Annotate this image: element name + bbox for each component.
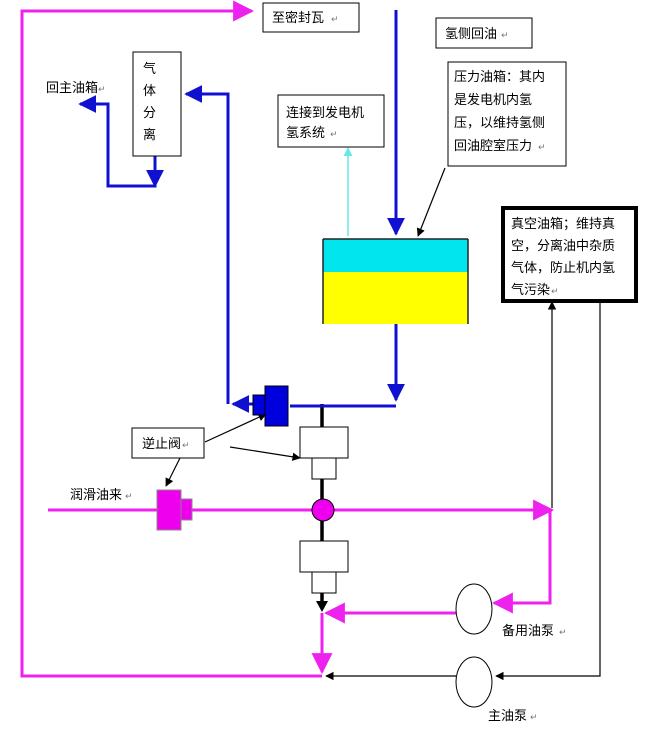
lube-valve-large-body xyxy=(156,489,182,531)
pressure-tank-label-line-4: 回油腔室压力 xyxy=(454,138,532,154)
vacuum-to-main-pump-line xyxy=(495,302,601,681)
svg-text:↵: ↵ xyxy=(182,441,190,451)
to-standby-pump-line xyxy=(491,510,552,614)
to-gas-separation-line xyxy=(184,85,230,404)
upper-filter xyxy=(299,426,349,480)
check-valve-pointer-3 xyxy=(165,457,181,487)
generator-label-line-1: 连接到发电机 xyxy=(286,105,364,121)
vacuum-tank-box xyxy=(501,206,638,303)
junction-node xyxy=(311,498,335,522)
svg-text:↵: ↵ xyxy=(501,31,509,41)
to-seal-bearing-line xyxy=(20,0,322,678)
vacuum-tank-label-line-1: 真空油箱；维持真 xyxy=(511,216,615,232)
valve-small-body xyxy=(252,394,266,416)
gas-separation-label-2: 体 xyxy=(143,84,156,99)
svg-text:↵: ↵ xyxy=(538,143,546,153)
svg-text:↵: ↵ xyxy=(559,628,567,638)
vacuum-tank-label-line-3: 气体，防止机内氢 xyxy=(511,260,615,276)
black-lines xyxy=(165,167,601,681)
svg-text:↵: ↵ xyxy=(330,130,338,140)
pressure-tank-label-line-3: 压，以维持氢侧 xyxy=(454,116,545,131)
tank-oil-space xyxy=(323,272,468,324)
seal-bearing-label-box xyxy=(262,2,360,33)
lube-valve-small-body xyxy=(180,498,193,521)
svg-text:↵: ↵ xyxy=(530,713,538,723)
gas-separation-label-3: 分 xyxy=(143,106,156,121)
svg-text:↵: ↵ xyxy=(125,492,133,502)
generator-label-line-2: 氢系统 xyxy=(286,126,325,141)
lower-filter xyxy=(299,540,349,594)
gas-separation-label-4: 离 xyxy=(143,127,156,143)
main-pump-label: 主油泵 xyxy=(488,709,527,724)
hydrogen-return-label: 氢侧回油 xyxy=(445,27,497,42)
hydrogen-check-valve xyxy=(252,385,289,427)
gas-separator-box xyxy=(132,51,182,157)
check-valve-label: 逆止阀 xyxy=(142,436,181,452)
standby-pump-label: 备用油泵 xyxy=(502,623,554,639)
hydrogen-return-label-box xyxy=(435,17,533,49)
check-valve-pointer-2 xyxy=(229,446,301,461)
main-pump-symbol xyxy=(455,656,493,708)
lube-oil-in-label: 润滑油来 xyxy=(70,488,122,503)
valve-large-body xyxy=(264,385,289,427)
seal-bearing-label: 至密封瓦 xyxy=(272,10,324,26)
tank-hydrogen-space xyxy=(323,239,468,272)
standby-pump-symbol xyxy=(455,583,493,635)
vacuum-tank-label-line-4: 气污染 xyxy=(511,282,550,298)
pressure-tank-label-line-1: 压力油箱：其内 xyxy=(454,69,545,85)
return-main-tank-label: 回主油箱 xyxy=(46,80,98,96)
svg-text:↵: ↵ xyxy=(331,15,339,25)
pressure-tank-label-box xyxy=(447,61,567,167)
check-valve-label-box xyxy=(131,427,205,459)
check-valve-pointer-1 xyxy=(204,413,267,443)
svg-text:↵: ↵ xyxy=(98,85,106,95)
vacuum-tank-label-line-2: 空，分离油中杂质 xyxy=(511,238,615,254)
gas-separation-label-1: 气 xyxy=(143,61,156,77)
svg-text:↵: ↵ xyxy=(551,287,559,297)
pressure-tank-pointer xyxy=(416,167,446,237)
pressure-oil-tank xyxy=(322,238,469,324)
magenta-oil-lines xyxy=(20,0,555,678)
main-pipe-arrowhead xyxy=(316,601,328,612)
lube-oil-check-valve xyxy=(156,489,193,531)
pressure-tank-label-line-2: 是发电机内氢 xyxy=(454,92,532,108)
generator-label-box xyxy=(277,94,385,148)
